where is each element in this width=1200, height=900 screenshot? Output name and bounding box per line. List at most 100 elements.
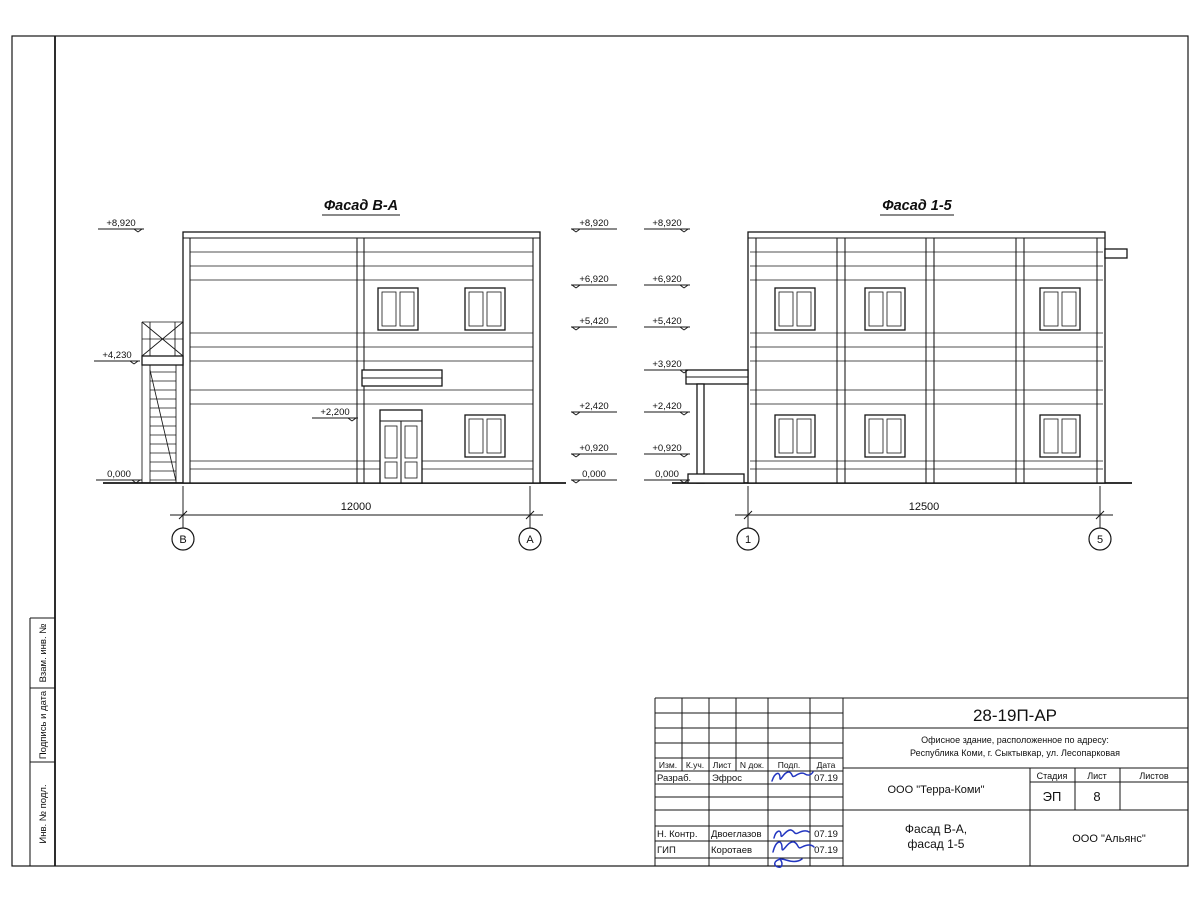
window bbox=[774, 414, 816, 458]
svg-text:+0,920: +0,920 bbox=[652, 443, 681, 454]
stamp-label-podpis: Подпись и дата bbox=[38, 690, 49, 759]
window bbox=[1039, 287, 1081, 331]
svg-text:+5,420: +5,420 bbox=[579, 316, 608, 327]
svg-text:+2,420: +2,420 bbox=[652, 401, 681, 412]
sheet-label: Лист bbox=[1087, 771, 1107, 781]
elevation-mark: +2,420 bbox=[644, 401, 690, 416]
col-izm: Изм. bbox=[659, 760, 677, 770]
svg-text:+2,200: +2,200 bbox=[320, 407, 349, 418]
company-name: ООО "Терра-Коми" bbox=[887, 784, 984, 796]
elevation-mark: 0,000 bbox=[571, 469, 617, 484]
axis-label: В bbox=[179, 534, 186, 546]
window bbox=[864, 287, 906, 331]
nkontr-role: Н. Контр. bbox=[657, 829, 697, 840]
elevation-mark: +2,420 bbox=[571, 401, 617, 416]
elevation-mark: +2,200 bbox=[312, 407, 358, 422]
window bbox=[377, 287, 419, 331]
sheet-frame bbox=[11, 35, 1189, 867]
entrance-door bbox=[379, 409, 423, 484]
fire-escape-stair bbox=[141, 321, 184, 483]
svg-text:+6,920: +6,920 bbox=[579, 274, 608, 285]
signature-gip-flourish bbox=[774, 857, 803, 869]
nkontr-name: Двоеглазов bbox=[711, 829, 762, 840]
stage-value: ЭП bbox=[1043, 789, 1062, 804]
elevation-mark: +6,920 bbox=[644, 274, 690, 289]
document-code: 28-19П-АР bbox=[973, 706, 1057, 725]
razrab-role: Разраб. bbox=[657, 773, 691, 784]
window bbox=[864, 414, 906, 458]
elevation-mark: +3,920 bbox=[644, 359, 690, 374]
elevation-mark: +6,920 bbox=[571, 274, 617, 289]
elevation-mark: +8,920 bbox=[644, 218, 690, 233]
axis-circle bbox=[1088, 527, 1112, 551]
svg-text:+0,920: +0,920 bbox=[579, 443, 608, 454]
col-data: Дата bbox=[817, 760, 836, 770]
dimension-value: 12500 bbox=[909, 501, 940, 513]
object-line1: Офисное здание, расположенное по адресу: bbox=[921, 735, 1109, 745]
facade-ba: Фасад В-А bbox=[94, 198, 617, 551]
elevation-mark: +5,420 bbox=[644, 316, 690, 331]
facade-15-title: Фасад 1-5 bbox=[882, 198, 952, 214]
contractor-name: ООО "Альянс" bbox=[1072, 833, 1146, 845]
axis-circle bbox=[171, 527, 195, 551]
gip-date: 07.19 bbox=[814, 845, 838, 856]
object-line2: Республика Коми, г. Сыктывкар, ул. Лесоп… bbox=[910, 748, 1120, 758]
nkontr-date: 07.19 bbox=[814, 829, 838, 840]
sheets-label: Листов bbox=[1139, 771, 1168, 781]
facade-15: Фасад 1-5 bbox=[644, 198, 1132, 551]
svg-text:+4,230: +4,230 bbox=[102, 350, 131, 361]
signature-nkontr bbox=[773, 829, 810, 839]
panel-joints-ba bbox=[190, 251, 533, 470]
col-podp: Подп. bbox=[778, 760, 801, 770]
col-ndok: N док. bbox=[740, 760, 764, 770]
sheet-title-line2: фасад 1-5 bbox=[908, 837, 965, 851]
dimension-ba: 12000 В А bbox=[170, 486, 543, 551]
elevation-mark: +8,920 bbox=[571, 218, 617, 233]
axis-label: 5 bbox=[1097, 534, 1103, 546]
stamp-label-inv: Инв. № подл. bbox=[38, 784, 49, 843]
elevation-mark: +4,230 bbox=[94, 350, 140, 365]
sheet-title-line1: Фасад В-А, bbox=[905, 822, 967, 836]
svg-text:+6,920: +6,920 bbox=[652, 274, 681, 285]
elevation-mark: +0,920 bbox=[644, 443, 690, 458]
col-list: Лист bbox=[713, 760, 732, 770]
elevation-mark: +8,920 bbox=[98, 218, 144, 233]
gip-name: Коротаев bbox=[711, 845, 752, 856]
gip-role: ГИП bbox=[657, 845, 676, 856]
window bbox=[1039, 414, 1081, 458]
col-kuch: К.уч. bbox=[686, 760, 704, 770]
signatures bbox=[771, 771, 815, 869]
facade-ba-title: Фасад В-А bbox=[324, 198, 398, 214]
svg-text:+8,920: +8,920 bbox=[579, 218, 608, 229]
side-stamp: Взам. инв. № Подпись и дата Инв. № подл. bbox=[29, 617, 55, 866]
svg-text:+3,920: +3,920 bbox=[652, 359, 681, 370]
window bbox=[464, 287, 506, 331]
panel-joints-15 bbox=[750, 251, 1103, 470]
axis-circle bbox=[736, 527, 760, 551]
title-block: Изм. К.уч. Лист N док. Подп. Дата Разраб… bbox=[654, 697, 1188, 866]
svg-text:0,000: 0,000 bbox=[582, 469, 606, 480]
signature-gip bbox=[772, 841, 815, 853]
svg-text:+2,420: +2,420 bbox=[579, 401, 608, 412]
svg-text:0,000: 0,000 bbox=[107, 469, 131, 480]
dimension-15: 12500 1 5 bbox=[735, 486, 1113, 551]
sheet-number: 8 bbox=[1093, 789, 1100, 804]
signature-razrab bbox=[771, 771, 814, 782]
roof-vent bbox=[1104, 248, 1128, 259]
dimension-value: 12000 bbox=[341, 501, 372, 513]
razrab-date: 07.19 bbox=[814, 773, 838, 784]
axis-label: 1 bbox=[745, 534, 751, 546]
svg-text:+8,920: +8,920 bbox=[106, 218, 135, 229]
side-porch bbox=[685, 369, 749, 484]
window bbox=[774, 287, 816, 331]
window bbox=[464, 414, 506, 458]
stage-label: Стадия bbox=[1037, 771, 1068, 781]
axis-circle bbox=[518, 527, 542, 551]
svg-text:0,000: 0,000 bbox=[655, 469, 679, 480]
elevation-mark: 0,000 bbox=[644, 469, 690, 484]
svg-text:+5,420: +5,420 bbox=[652, 316, 681, 327]
elevation-mark: 0,000 bbox=[96, 469, 142, 484]
razrab-name: Эфрос bbox=[712, 773, 742, 784]
